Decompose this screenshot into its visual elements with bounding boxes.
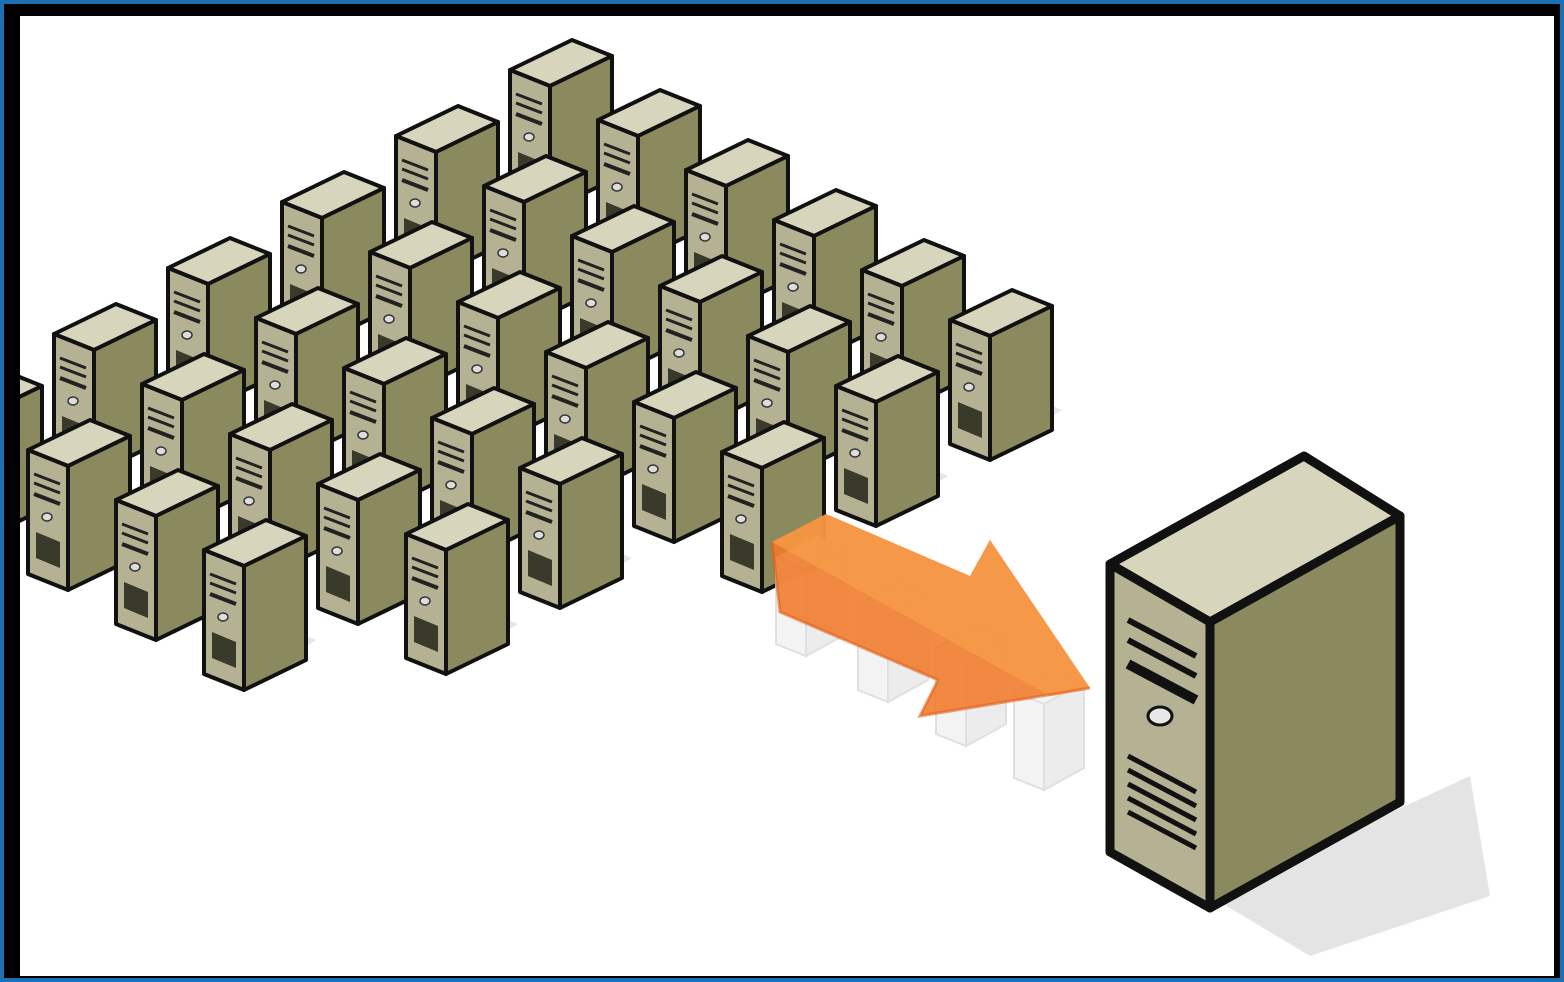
consolidation-diagram <box>20 16 1554 976</box>
tower-server-icon <box>406 504 518 674</box>
tower-server-icon <box>204 520 316 690</box>
tower-server-icon <box>520 438 632 608</box>
tower-server-icon <box>950 290 1062 460</box>
large-tower-server-icon <box>1110 456 1490 956</box>
tower-server-icon <box>836 356 948 526</box>
arrow-right-down-icon <box>772 514 1090 716</box>
diagram-canvas <box>20 16 1554 976</box>
